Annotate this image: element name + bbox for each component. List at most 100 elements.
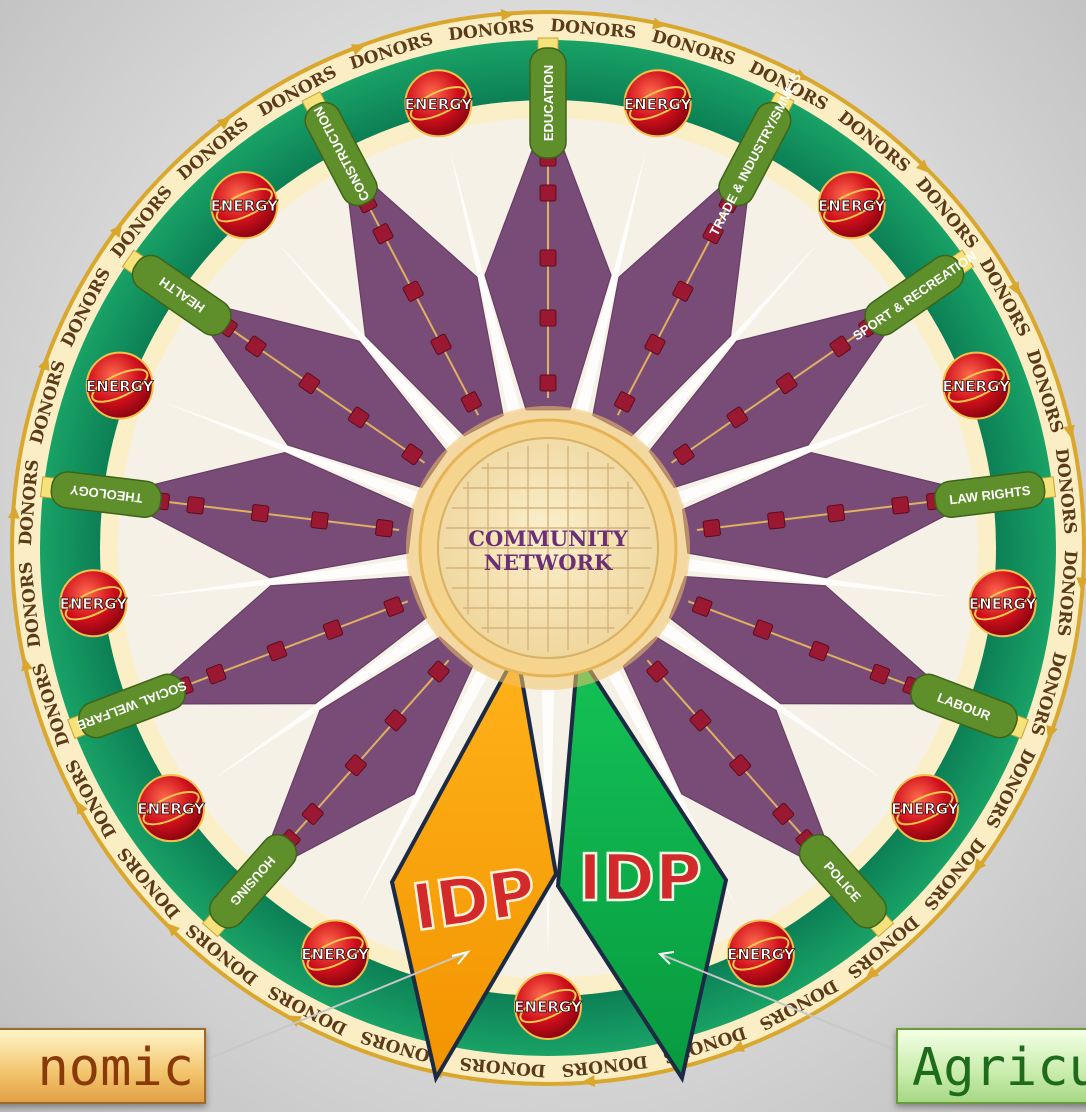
spoke-node <box>301 802 324 825</box>
spoke-node <box>347 406 370 429</box>
energy-badge: ENERGY <box>727 919 796 988</box>
pointer-left <box>199 951 469 1063</box>
spoke-node <box>767 511 786 530</box>
spoke-node <box>460 391 482 413</box>
energy-label: ENERGY <box>624 95 693 113</box>
spoke-node <box>829 335 852 358</box>
idp-label-green: IDP <box>578 842 702 916</box>
rim-marker <box>38 356 50 372</box>
star-ray <box>210 622 437 781</box>
spoke-node <box>539 309 557 327</box>
spoke-node <box>402 280 424 302</box>
rim-marker <box>166 923 180 937</box>
idp-orange-segment: IDP <box>389 646 559 1084</box>
spoke-node <box>692 596 713 617</box>
energy-label: ENERGY <box>137 800 206 818</box>
spoke-node <box>772 802 795 825</box>
spoke-node <box>310 511 329 530</box>
spoke-node <box>539 374 557 392</box>
star-ray <box>357 669 489 912</box>
economic-callout-label: nomic <box>37 1038 194 1098</box>
rim-marker <box>500 9 515 21</box>
spoke-node <box>808 640 830 662</box>
spoke-node <box>689 709 712 732</box>
energy-label: ENERGY <box>943 378 1012 396</box>
sector-label: EDUCATION <box>541 65 556 141</box>
star-ray <box>686 558 956 598</box>
spoke-node <box>298 372 321 395</box>
energy-label: ENERGY <box>405 95 474 113</box>
economic-callout: nomic <box>0 1028 206 1104</box>
energy-badge: ENERGY <box>818 171 887 240</box>
spoke-node <box>775 372 798 395</box>
spoke-node <box>372 223 394 245</box>
spoke-node <box>384 709 407 732</box>
spoke-node <box>826 503 846 523</box>
energy-label: ENERGY <box>211 197 280 215</box>
rim-marker <box>287 1015 302 1027</box>
energy-badge: ENERGY <box>59 569 129 638</box>
rim-marker <box>973 858 987 873</box>
rim-marker <box>76 800 88 815</box>
energy-label: ENERGY <box>86 378 155 396</box>
spoke-node <box>539 249 557 267</box>
star-ray <box>676 402 932 505</box>
spoke-node <box>869 663 891 685</box>
spoke-node <box>672 280 694 302</box>
star-ray <box>164 402 420 505</box>
star-ray <box>659 622 886 781</box>
spoke-node <box>401 443 424 466</box>
central-hub: COMMUNITY NETWORK <box>406 406 690 690</box>
center-label-line2: NETWORK <box>484 550 613 575</box>
idp-label-orange: IDP <box>408 856 541 947</box>
pointer-right <box>659 953 901 1053</box>
sector-pill: THEOLOGY <box>50 471 162 518</box>
rim-marker <box>1008 281 1020 296</box>
energy-badges: ENERGY ENERGY ENERGY ENERGY ENERGY ENERGY ENER… <box>59 69 1038 1040</box>
energy-badge: ENERGY <box>210 171 280 240</box>
agriculture-callout: Agricu <box>896 1028 1086 1104</box>
star-ray <box>575 149 647 414</box>
rim-marker <box>1076 577 1086 591</box>
energy-label: ENERGY <box>60 595 129 613</box>
rim-marker <box>916 159 930 173</box>
rim-markers <box>7 9 1086 1087</box>
spoke-node <box>427 660 450 683</box>
energy-badge: ENERGY <box>301 919 370 988</box>
spoke-node <box>250 503 270 523</box>
energy-label: ENERGY <box>969 595 1038 613</box>
rim-marker <box>109 223 123 238</box>
energy-label: ENERGY <box>818 197 887 215</box>
spoke-node <box>266 640 288 662</box>
rim-marker <box>350 44 366 56</box>
spoke-node <box>729 754 752 777</box>
spoke-node <box>186 496 205 515</box>
rim-marker <box>21 657 33 672</box>
spoke-node <box>672 443 695 466</box>
energy-badge: ENERGY <box>969 569 1038 638</box>
energy-label: ENERGY <box>891 800 960 818</box>
energy-badge: ENERGY <box>891 774 960 843</box>
spoke-node <box>702 223 724 245</box>
energy-badge: ENERGY <box>404 69 474 138</box>
star-ray <box>636 241 820 448</box>
energy-badge: ENERGY <box>514 972 583 1040</box>
sector-pill: EDUCATION <box>529 47 567 159</box>
spoke-node <box>430 333 452 355</box>
energy-badge: ENERGY <box>942 351 1012 420</box>
rim-marker <box>865 966 880 979</box>
spoke-node <box>614 391 636 413</box>
spoke-node <box>244 335 267 358</box>
rim-marker <box>794 69 809 81</box>
rim-marker <box>652 17 667 30</box>
spoke-node <box>375 519 394 538</box>
energy-badge: ENERGY <box>623 69 693 138</box>
rim-marker <box>1063 424 1075 439</box>
spoke-node <box>644 333 666 355</box>
spoke-node <box>205 663 227 685</box>
sector-pill: LAW RIGHTS <box>934 471 1046 518</box>
energy-label: ENERGY <box>514 998 583 1016</box>
rim-marker <box>216 117 231 130</box>
agriculture-callout-label: Agricu <box>912 1038 1086 1098</box>
